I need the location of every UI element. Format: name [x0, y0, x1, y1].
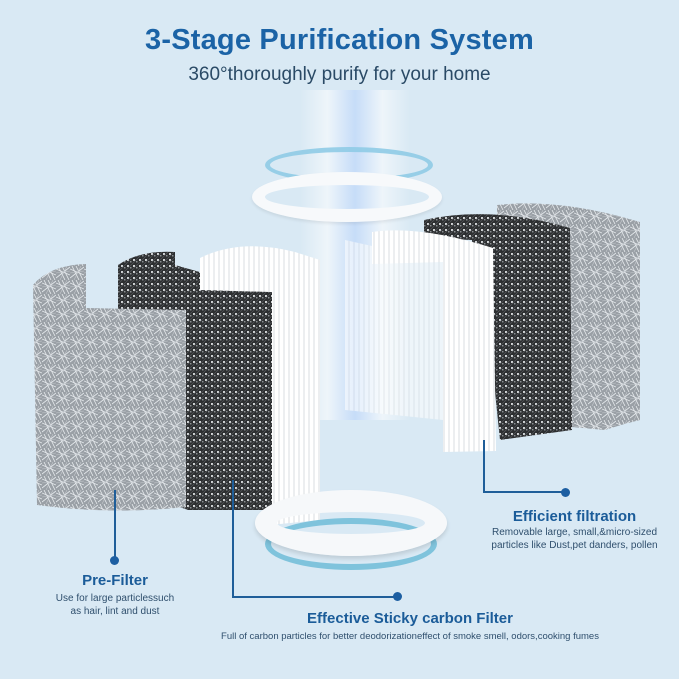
hepa-filter-title: Efficient filtration	[512, 508, 637, 525]
pre-filter-callout-line	[114, 490, 116, 560]
hepa-callout-line-vertical	[483, 440, 485, 492]
hepa-callout-dot	[561, 488, 570, 497]
page-subtitle: 360°thoroughly purify for your home	[188, 64, 491, 85]
carbon-filter-desc: Full of carbon particles for better deod…	[221, 631, 599, 642]
page-title: 3-Stage Purification System	[145, 24, 534, 56]
carbon-filter-title: Effective Sticky carbon Filter	[307, 610, 513, 627]
hepa-callout-line-horizontal	[483, 491, 565, 493]
pre-filter-callout-dot	[110, 556, 119, 565]
pre-filter-desc-line1: Use for large particlessuch	[55, 593, 175, 604]
carbon-callout-dot	[393, 592, 402, 601]
carbon-callout-line-vertical	[232, 480, 234, 598]
hepa-filter-desc-line2: particles like Dust,pet danders, pollen	[491, 540, 658, 551]
pre-filter-title: Pre-Filter	[82, 572, 148, 589]
carbon-callout-line-horizontal	[232, 596, 398, 598]
pre-filter-mesh-left	[33, 264, 186, 511]
hepa-right-half	[372, 230, 496, 452]
carbon-filter-right	[424, 214, 572, 440]
hepa-left-half	[200, 246, 320, 525]
pre-filter-desc-line2: as hair, lint and dust	[70, 606, 160, 617]
bottom-seal-ring-icon	[255, 490, 447, 556]
hepa-filter-desc-line1: Removable large, small,&micro-sized	[491, 527, 658, 538]
